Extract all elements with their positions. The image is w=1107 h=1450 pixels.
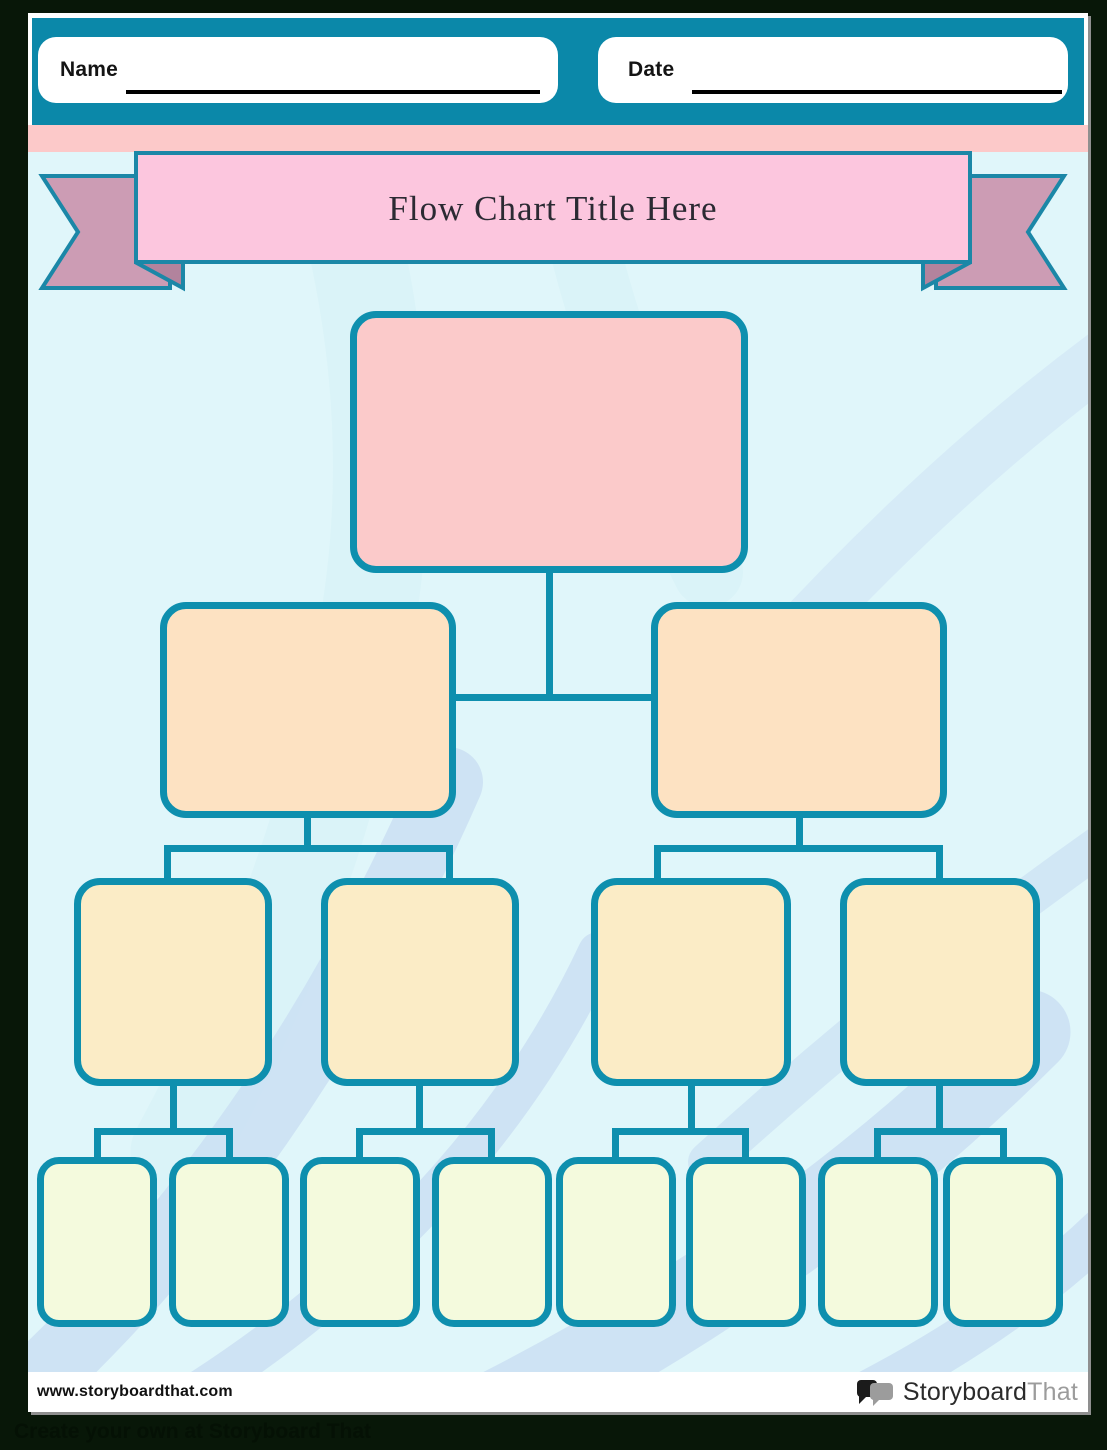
- connector-line: [164, 845, 453, 852]
- flow-chart-title[interactable]: Flow Chart Title Here: [388, 189, 717, 228]
- flow-box-level3-1[interactable]: [74, 878, 272, 1086]
- connector-line: [654, 845, 661, 893]
- worksheet-page: Name Date: [28, 13, 1088, 1412]
- speech-bubbles-icon: [856, 1377, 895, 1407]
- connector-line: [304, 815, 311, 852]
- storyboardthat-logo: StoryboardThat: [856, 1372, 1078, 1412]
- flow-box-level4-8[interactable]: [943, 1157, 1063, 1327]
- connector-line: [742, 1128, 749, 1171]
- logo-text-gray: That: [1027, 1377, 1078, 1406]
- page-footer: www.storyboardthat.com StoryboardThat: [28, 1372, 1088, 1412]
- name-input-line[interactable]: [126, 90, 540, 94]
- flow-box-level4-2[interactable]: [169, 1157, 289, 1327]
- connector-line: [1000, 1128, 1007, 1171]
- create-your-own-tagline: Create your own at Storyboard That: [14, 1420, 372, 1443]
- connector-line: [936, 845, 943, 893]
- speech-bubble-gray: [869, 1383, 893, 1406]
- date-input-line[interactable]: [692, 90, 1062, 94]
- connector-line: [936, 1083, 943, 1131]
- connector-line: [612, 1128, 749, 1135]
- date-label: Date: [628, 58, 675, 81]
- connector-line: [170, 1083, 177, 1131]
- connector-line: [455, 694, 653, 701]
- flow-box-level1[interactable]: [350, 311, 748, 573]
- website-url: www.storyboardthat.com: [37, 1383, 233, 1400]
- pink-divider-strip: [28, 125, 1088, 152]
- connector-line: [226, 1128, 233, 1171]
- flow-box-level3-4[interactable]: [840, 878, 1040, 1086]
- flow-box-level4-1[interactable]: [37, 1157, 157, 1327]
- flow-box-level3-2[interactable]: [321, 878, 519, 1086]
- connector-line: [164, 845, 171, 893]
- banner-rect: [134, 151, 972, 264]
- name-field: Name: [38, 37, 558, 103]
- connector-line: [488, 1128, 495, 1171]
- flow-box-level4-6[interactable]: [686, 1157, 806, 1327]
- connector-line: [612, 1128, 619, 1171]
- flow-box-level4-4[interactable]: [432, 1157, 552, 1327]
- flow-box-level4-5[interactable]: [556, 1157, 676, 1327]
- flow-box-level4-3[interactable]: [300, 1157, 420, 1327]
- flow-box-level2-1[interactable]: [160, 602, 456, 818]
- connector-line: [874, 1128, 881, 1171]
- flow-box-level4-7[interactable]: [818, 1157, 938, 1327]
- connector-line: [94, 1128, 101, 1171]
- connector-line: [688, 1083, 695, 1131]
- connector-line: [796, 815, 803, 852]
- connector-line: [416, 1083, 423, 1131]
- header-bar: Name Date: [32, 18, 1084, 125]
- flow-box-level3-3[interactable]: [591, 878, 791, 1086]
- connector-line: [546, 570, 553, 700]
- date-field: Date: [598, 37, 1068, 103]
- logo-text-black: Storyboard: [902, 1377, 1028, 1406]
- name-label: Name: [60, 58, 118, 81]
- connector-line: [654, 845, 943, 852]
- connector-line: [356, 1128, 363, 1171]
- connector-line: [356, 1128, 495, 1135]
- title-banner-ribbon: Flow Chart Title Here: [38, 151, 1068, 292]
- connector-line: [446, 845, 453, 893]
- connector-line: [874, 1128, 1007, 1135]
- logo-text: StoryboardThat: [903, 1378, 1078, 1407]
- connector-line: [94, 1128, 233, 1135]
- flow-box-level2-2[interactable]: [651, 602, 947, 818]
